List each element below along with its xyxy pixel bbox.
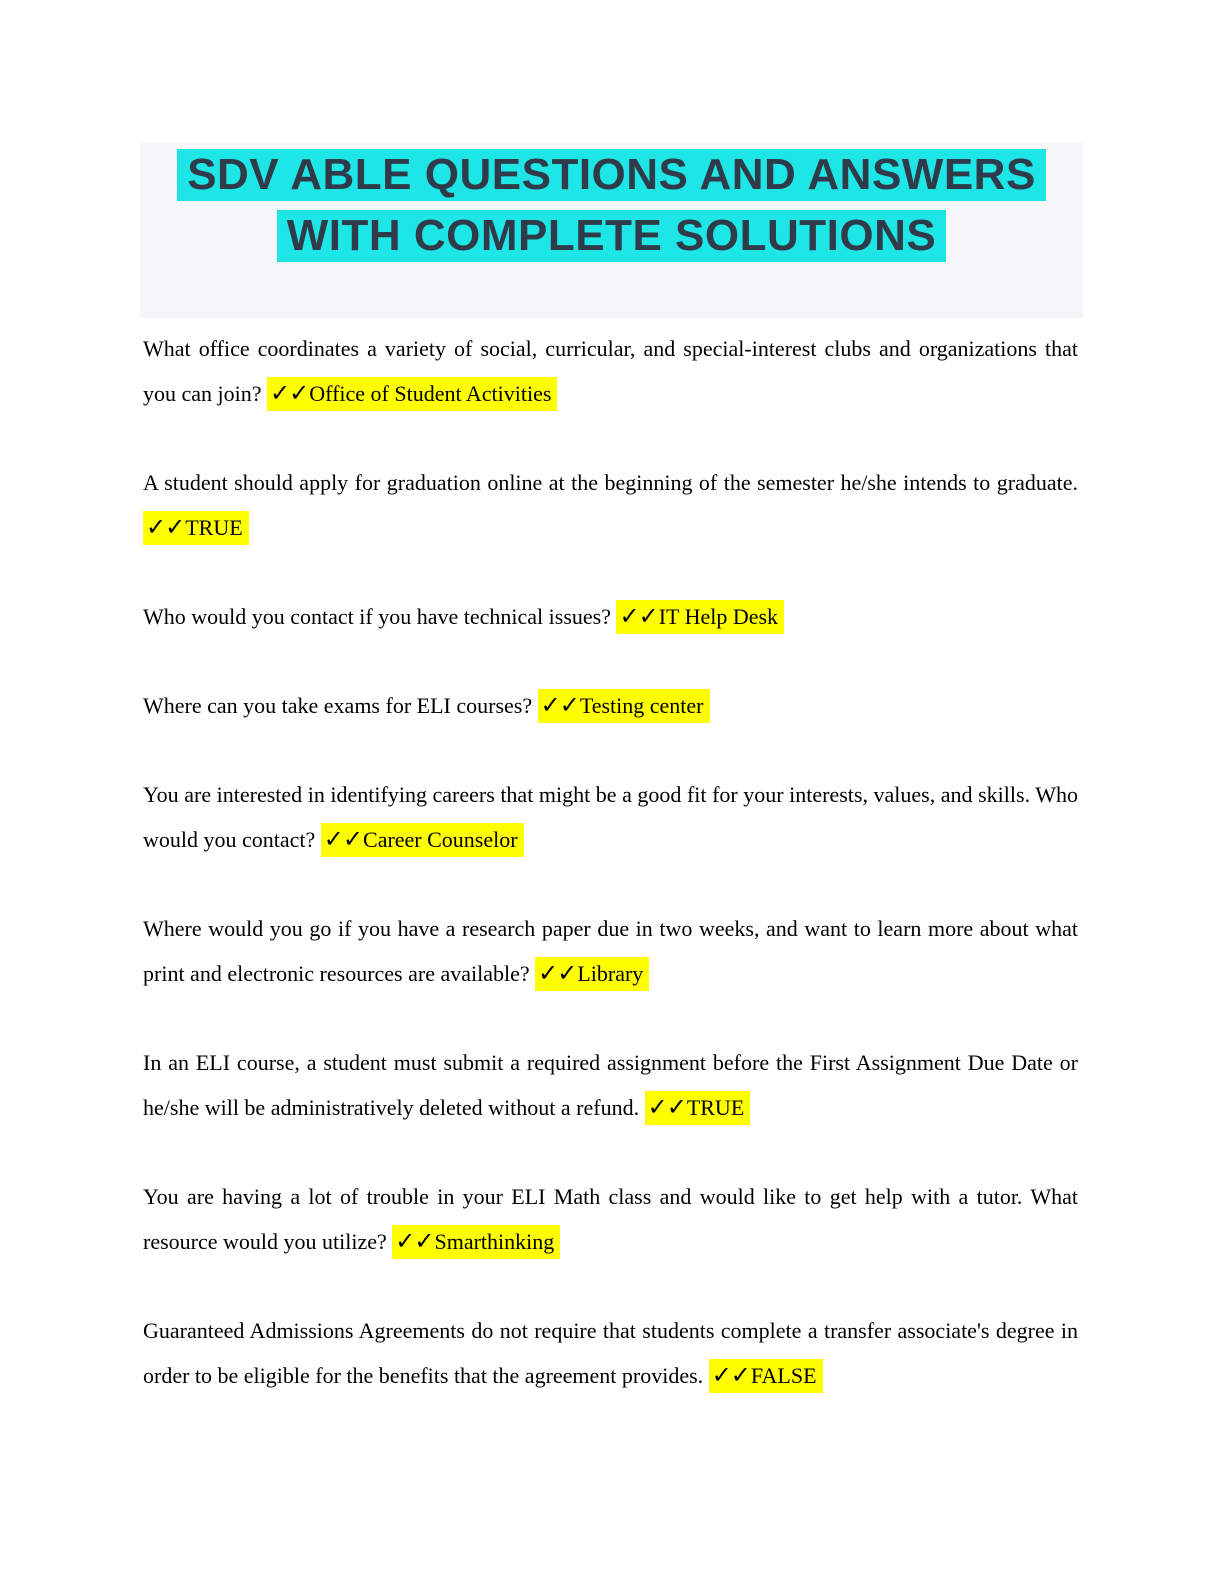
answer-highlight: ✓✓TRUE: [644, 1091, 751, 1125]
double-checkmark-icon: ✓✓: [395, 1227, 434, 1255]
answer-highlight: ✓✓Testing center: [537, 689, 710, 723]
qa-item: What office coordinates a variety of soc…: [143, 326, 1078, 416]
answer-text: TRUE: [185, 515, 243, 540]
qa-item: A student should apply for graduation on…: [143, 460, 1078, 550]
answer-text: TRUE: [686, 1095, 745, 1120]
qa-item: Guaranteed Admissions Agreements do not …: [143, 1308, 1078, 1398]
answer-highlight: ✓✓Office of Student Activities: [267, 377, 558, 411]
qa-item: Where can you take exams for ELI courses…: [143, 683, 1078, 728]
qa-item: In an ELI course, a student must submit …: [143, 1040, 1078, 1130]
double-checkmark-icon: ✓✓: [538, 959, 577, 987]
answer-text: Office of Student Activities: [309, 381, 552, 406]
answer-highlight: ✓✓IT Help Desk: [616, 600, 785, 634]
qa-item: You are interested in identifying career…: [143, 772, 1078, 862]
question-text: Where would you go if you have a researc…: [143, 916, 1078, 986]
question-text: Guaranteed Admissions Agreements do not …: [143, 1318, 1078, 1388]
answer-text: Smarthinking: [434, 1229, 555, 1254]
title-block: SDV ABLE QUESTIONS AND ANSWERS WITH COMP…: [140, 143, 1083, 318]
question-text: Where can you take exams for ELI courses…: [143, 693, 533, 718]
double-checkmark-icon: ✓✓: [540, 691, 580, 719]
page-title: SDV ABLE QUESTIONS AND ANSWERS WITH COMP…: [140, 144, 1083, 266]
question-text: In an ELI course, a student must submit …: [143, 1050, 1078, 1120]
double-checkmark-icon: ✓✓: [711, 1361, 751, 1389]
answer-highlight: ✓✓Smarthinking: [392, 1225, 561, 1259]
question-text: A student should apply for graduation on…: [143, 470, 1078, 495]
answer-text: Library: [577, 961, 644, 986]
title-line-1: SDV ABLE QUESTIONS AND ANSWERS: [177, 149, 1046, 201]
double-checkmark-icon: ✓✓: [146, 513, 185, 541]
answer-text: Testing center: [579, 693, 704, 718]
qa-item: Who would you contact if you have techni…: [143, 594, 1078, 639]
title-line-2: WITH COMPLETE SOLUTIONS: [276, 210, 947, 262]
question-text: You are interested in identifying career…: [143, 782, 1078, 852]
qa-list: What office coordinates a variety of soc…: [143, 326, 1078, 1398]
double-checkmark-icon: ✓✓: [619, 602, 658, 630]
answer-highlight: ✓✓TRUE: [143, 511, 249, 545]
question-text: You are having a lot of trouble in your …: [143, 1184, 1078, 1254]
qa-item: Where would you go if you have a researc…: [143, 906, 1078, 996]
double-checkmark-icon: ✓✓: [647, 1093, 687, 1121]
double-checkmark-icon: ✓✓: [323, 825, 363, 853]
qa-item: You are having a lot of trouble in your …: [143, 1174, 1078, 1264]
double-checkmark-icon: ✓✓: [270, 379, 309, 407]
answer-text: Career Counselor: [363, 827, 518, 852]
question-text: What office coordinates a variety of soc…: [143, 336, 1078, 406]
answer-highlight: ✓✓FALSE: [708, 1359, 823, 1393]
answer-highlight: ✓✓Library: [535, 957, 650, 991]
answer-highlight: ✓✓Career Counselor: [320, 823, 524, 857]
answer-text: IT Help Desk: [658, 604, 779, 629]
answer-text: FALSE: [750, 1363, 817, 1388]
question-text: Who would you contact if you have techni…: [143, 604, 611, 629]
